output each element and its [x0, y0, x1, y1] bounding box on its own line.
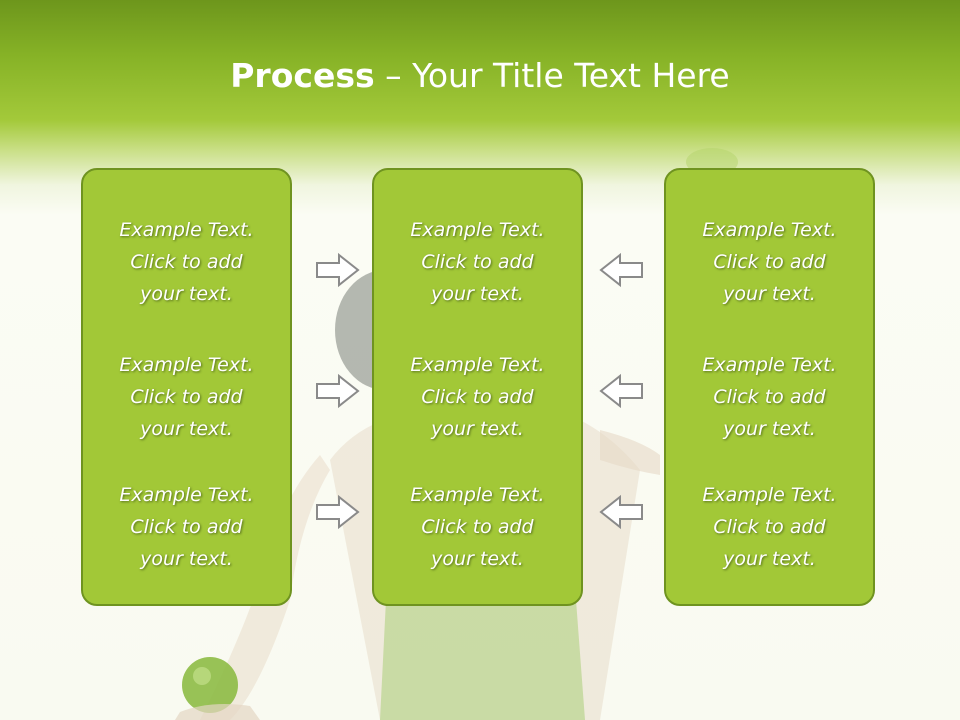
arrow-right-icon [316, 494, 360, 530]
text-line: Click to add [421, 386, 534, 408]
text-line: Click to add [130, 516, 243, 538]
text-line: Example Text. [702, 484, 837, 506]
text-line: your text. [723, 283, 816, 305]
text-line: Example Text. [119, 484, 254, 506]
text-line: Click to add [713, 386, 826, 408]
text-line: Click to add [130, 386, 243, 408]
text-line: Example Text. [410, 354, 545, 376]
title-rest: Your Title Text Here [412, 56, 730, 95]
text-line: Example Text. [702, 354, 837, 376]
text-line: Example Text. [119, 354, 254, 376]
text-line: Click to add [421, 251, 534, 273]
arrow-right-icon [316, 252, 360, 288]
slide-title: Process – Your Title Text Here [0, 50, 960, 102]
text-line: Click to add [713, 251, 826, 273]
text-item[interactable]: Example Text. Click to add your text. [83, 479, 290, 575]
text-line: Example Text. [702, 219, 837, 241]
text-line: Example Text. [410, 484, 545, 506]
text-line: your text. [723, 418, 816, 440]
arrow-left-icon [599, 494, 643, 530]
title-separator: – [374, 56, 413, 95]
text-line: your text. [431, 418, 524, 440]
process-box-right[interactable]: Example Text. Click to add your text. Ex… [664, 168, 875, 606]
text-line: Click to add [421, 516, 534, 538]
text-item[interactable]: Example Text. Click to add your text. [374, 214, 581, 310]
text-line: Example Text. [119, 219, 254, 241]
text-line: your text. [140, 283, 233, 305]
text-item[interactable]: Example Text. Click to add your text. [83, 349, 290, 445]
arrow-left-icon [599, 373, 643, 409]
text-line: your text. [140, 548, 233, 570]
text-line: your text. [431, 548, 524, 570]
title-bold: Process [230, 56, 375, 95]
text-item[interactable]: Example Text. Click to add your text. [374, 349, 581, 445]
text-line: your text. [723, 548, 816, 570]
process-box-left[interactable]: Example Text. Click to add your text. Ex… [81, 168, 292, 606]
text-item[interactable]: Example Text. Click to add your text. [666, 349, 873, 445]
arrow-right-icon [316, 373, 360, 409]
text-line: Click to add [713, 516, 826, 538]
text-line: Example Text. [410, 219, 545, 241]
text-item[interactable]: Example Text. Click to add your text. [666, 479, 873, 575]
text-line: Click to add [130, 251, 243, 273]
text-line: your text. [431, 283, 524, 305]
text-item[interactable]: Example Text. Click to add your text. [374, 479, 581, 575]
text-item[interactable]: Example Text. Click to add your text. [666, 214, 873, 310]
text-line: your text. [140, 418, 233, 440]
process-box-center[interactable]: Example Text. Click to add your text. Ex… [372, 168, 583, 606]
arrow-left-icon [599, 252, 643, 288]
text-item[interactable]: Example Text. Click to add your text. [83, 214, 290, 310]
